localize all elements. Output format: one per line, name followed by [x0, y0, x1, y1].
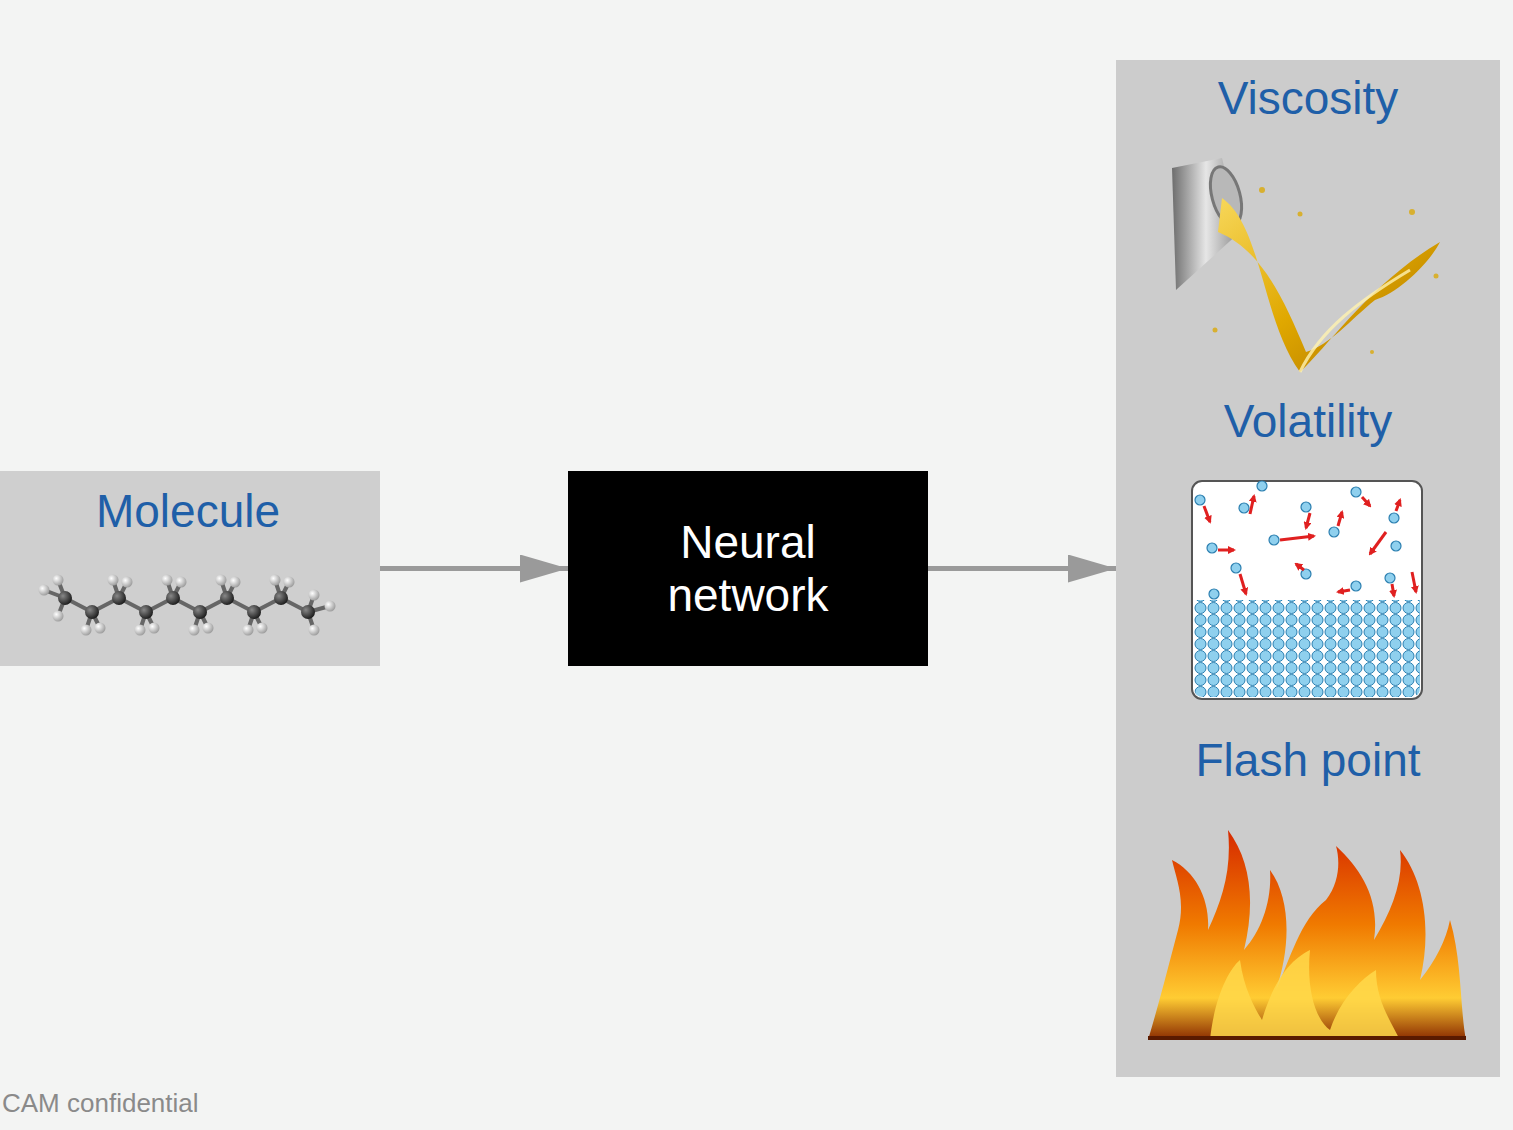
- output-panel: ViscosityVolatilityFlash point: [1116, 60, 1500, 1077]
- property-label: Volatility: [1116, 395, 1500, 448]
- process-box: Neural network: [568, 471, 928, 666]
- property-label: Flash point: [1116, 734, 1500, 787]
- footer-note: CAM confidential: [2, 1088, 199, 1119]
- node-label: Molecule: [0, 485, 380, 538]
- molecule-illustration: [39, 575, 336, 636]
- flame-illustration: [1148, 830, 1466, 1040]
- input-box: Molecule: [0, 471, 380, 666]
- volatility-illustration: [1192, 481, 1422, 699]
- property-label: Viscosity: [1116, 72, 1500, 125]
- oil-illustration: [1172, 158, 1440, 372]
- node-label: Neural network: [643, 516, 853, 622]
- flow-arrow: [928, 566, 1116, 571]
- flow-arrow: [380, 566, 568, 571]
